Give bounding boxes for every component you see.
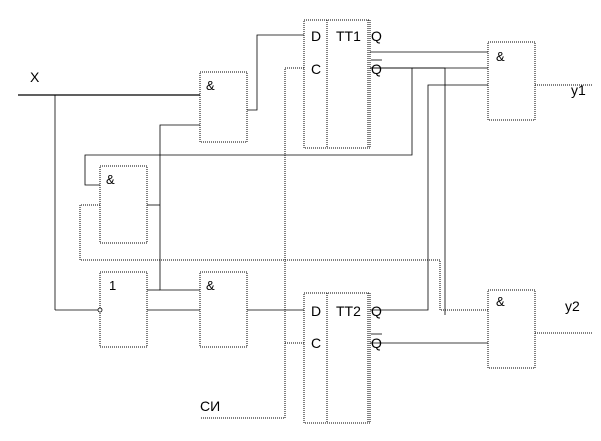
gate-and-bottom-label: & <box>206 278 215 293</box>
gate-or-bottom: 1 <box>97 271 148 348</box>
flipflop-tt2: D C TT2 Q Q <box>303 292 382 424</box>
tt2-q-label: Q <box>371 303 382 319</box>
gate-and-out2: & <box>487 289 536 369</box>
wires <box>18 34 592 419</box>
wire-tt2-q <box>370 84 488 311</box>
signal-y2-label: y2 <box>565 298 580 314</box>
tt1-q-label: Q <box>371 28 382 44</box>
tt2-qbar-label: Q <box>371 335 382 351</box>
signal-x-label: X <box>30 69 40 85</box>
gate-and-bottom: & <box>199 271 248 348</box>
wire-tt1-feedback <box>84 67 413 186</box>
tt1-qbar-label: Q <box>371 61 382 77</box>
gate-and-mid-left: & <box>99 165 148 244</box>
wire-mid-long <box>79 204 488 311</box>
tt1-d-label: D <box>311 28 321 44</box>
gate-and-top: & <box>199 71 248 143</box>
tt2-d-label: D <box>311 303 321 319</box>
tt2-c-label: C <box>311 335 321 351</box>
gate-or-bottom-label: 1 <box>109 278 116 293</box>
wire-tt1-qbar-to-and2 <box>412 67 446 315</box>
tt2-name: TT2 <box>336 303 361 319</box>
gate-and-top-label: & <box>206 78 215 93</box>
flipflop-tt1: D C TT1 Q Q <box>303 19 382 149</box>
wire-bus-left <box>159 124 200 291</box>
signal-si-label: СИ <box>200 398 220 414</box>
tt1-c-label: C <box>311 61 321 77</box>
gate-and-out1: & <box>487 41 536 121</box>
wire-clock <box>200 67 304 419</box>
signal-y1-label: y1 <box>571 82 586 98</box>
gate-and-mid-left-label: & <box>106 172 115 187</box>
tt1-name: TT1 <box>336 28 361 44</box>
gate-and-out1-label: & <box>496 49 505 64</box>
gate-and-out2-label: & <box>496 294 505 309</box>
inverter-bubble-icon <box>97 307 103 313</box>
wire-and-top-to-tt1-d <box>247 34 304 111</box>
